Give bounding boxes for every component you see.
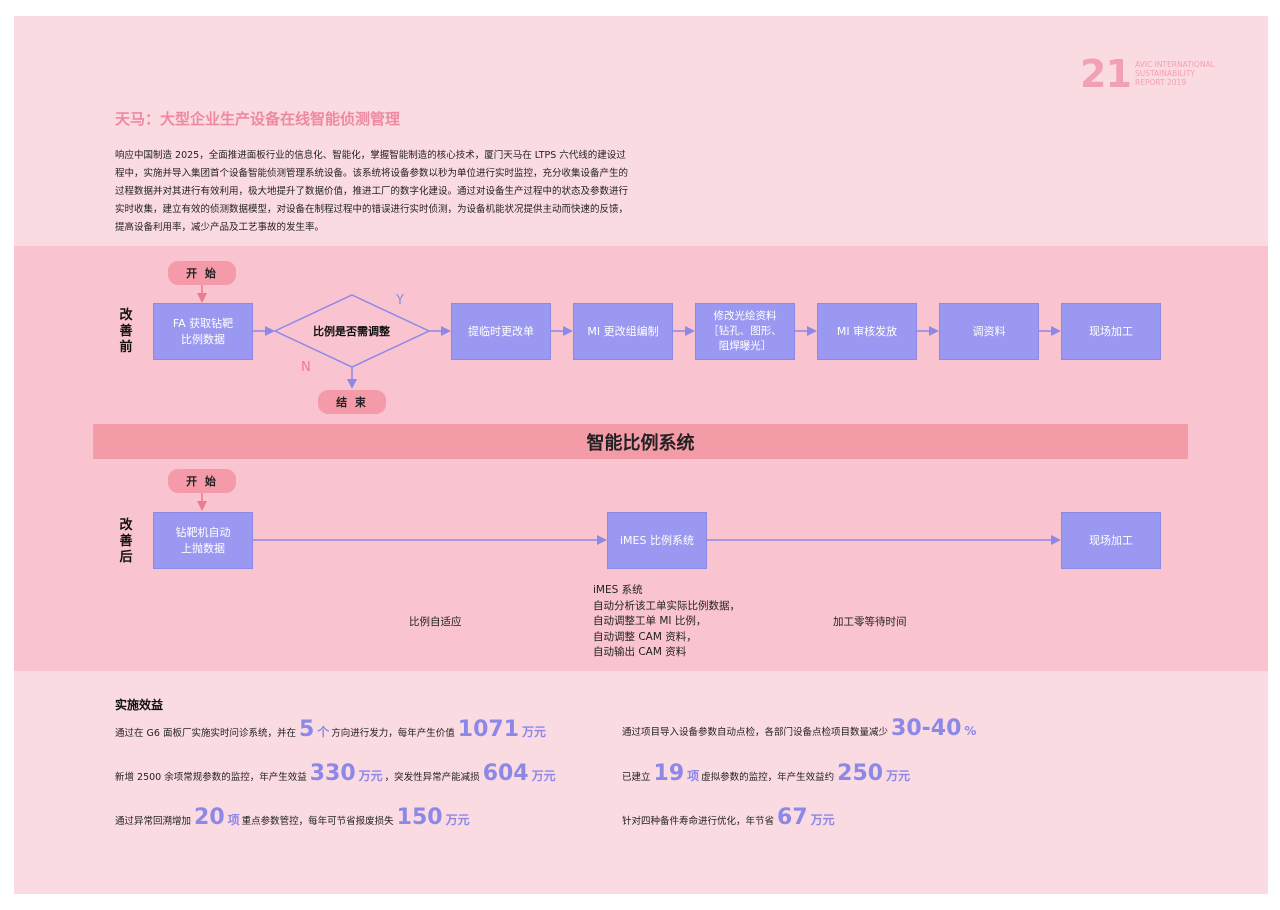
after-label: 改善后 [119,518,133,565]
before-start-pill: 开 始 [168,261,236,285]
imes-description: iMES 系统 自动分析该工单实际比例数据， 自动调整工单 MI 比例， 自动调… [593,584,740,658]
benefits-title: 实施效益 [115,698,164,712]
benefit-5: 已建立 19 项 虚拟参数的监控，年产生效益约 250 万元 [622,761,911,786]
intro-paragraph: 响应中国制造 2025，全面推进面板行业的信息化、智能化，掌握智能制造的核心技术… [115,150,629,233]
note-ratio-adaptive: 比例自适应 [409,616,462,628]
before-end-pill: 结 束 [318,390,386,414]
before-step-site-process: 现场加工 [1061,303,1161,360]
benefit-1: 通过在 G6 面板厂实施实时问诊系统，并在 5 个 方向进行发力，每年产生价值 … [115,717,547,742]
before-step-fetch-data: 调资料 [939,303,1039,360]
before-step-mi-edit: MI 更改组编制 [573,303,673,360]
note-zero-wait: 加工零等待时间 [833,616,907,628]
before-step-temp-change: 提临时更改单 [451,303,551,360]
system-banner: 智能比例系统 [93,424,1188,459]
after-start-pill: 开 始 [168,469,236,493]
before-step-fa: FA 获取钻靶 比例数据 [153,303,253,360]
before-step-photo-data: 修改光绘资料 ［钻孔、图形、 阻焊曝光］ [695,303,795,360]
decision-text: 比例是否需调整 [313,325,390,338]
before-step-mi-review: MI 审核发放 [817,303,917,360]
page-number: 21 [1080,52,1132,96]
benefit-2: 新增 2500 余项常规参数的监控，年产生效益 330 万元 ，突发性异常产能减… [115,761,556,786]
before-label: 改善前 [119,308,133,355]
after-step-drill-upload: 钻靶机自动 上抛数据 [153,512,253,569]
benefit-3: 通过异常回溯增加 20 项 重点参数管控，每年可节省报废损失 150 万元 [115,805,470,830]
after-step-site-process: 现场加工 [1061,512,1161,569]
yes-label: Y [396,293,404,308]
report-name: AVIC INTERNATIONAL SUSTAINABILITY REPORT… [1135,60,1215,87]
benefit-6: 针对四种备件寿命进行优化，年节省 67 万元 [622,805,835,830]
after-step-imes: iMES 比例系统 [607,512,707,569]
page-title: 天马：大型企业生产设备在线智能侦测管理 [115,110,401,128]
no-label: N [301,360,311,375]
benefit-4: 通过项目导入设备参数自动点检，各部门设备点检项目数量减少 30-40 % [622,716,977,741]
